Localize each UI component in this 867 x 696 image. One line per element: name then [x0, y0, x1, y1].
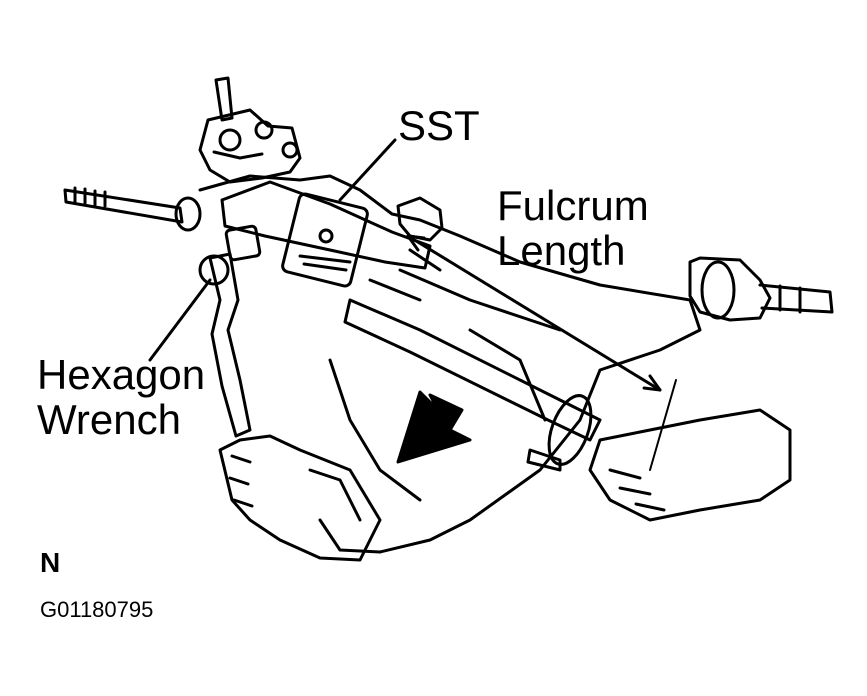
- sst-tool: [220, 180, 602, 472]
- hexagon-wrench: [198, 224, 262, 438]
- sst-leader-line: [338, 138, 397, 202]
- fulcrum-length-label: Fulcrum Length: [497, 183, 649, 274]
- hexagon-wrench-label: Hexagon Wrench: [37, 352, 205, 443]
- sst-label: SST: [398, 102, 480, 149]
- rotation-arrow: [396, 390, 472, 464]
- hexagon-leader-line: [148, 278, 212, 362]
- hexagon-wrench-label-line-2: Wrench: [37, 396, 181, 444]
- left-hand: [218, 434, 382, 562]
- upper-hand: [396, 196, 444, 272]
- right-rack-shaft: [688, 256, 834, 322]
- left-rack-shaft: [63, 186, 202, 232]
- fulcrum-length-label-line-2: Length: [497, 227, 626, 275]
- fulcrum-length-dimension: [406, 234, 677, 471]
- right-hand: [588, 408, 792, 522]
- north-marker: N: [40, 547, 61, 578]
- figure-code: G01180795: [40, 597, 154, 622]
- fulcrum-length-label-line-1: Fulcrum: [497, 182, 649, 229]
- hexagon-wrench-label-line-1: Hexagon: [37, 351, 206, 398]
- valve-body: [198, 76, 302, 184]
- gear-housing: [198, 174, 702, 554]
